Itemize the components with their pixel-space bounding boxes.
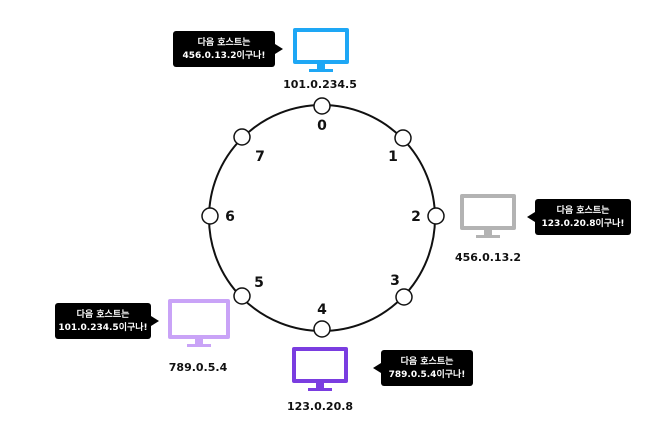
ring-node-label-7: 7 xyxy=(255,149,265,165)
monitor-neck xyxy=(484,230,492,235)
bubble-tail xyxy=(373,363,381,373)
bubble-box xyxy=(55,303,151,339)
monitor-icon xyxy=(168,299,230,347)
monitor-neck xyxy=(195,339,203,344)
monitor-icon xyxy=(293,28,349,72)
host-ip-label: 123.0.20.8 xyxy=(287,400,353,413)
ring-nodes xyxy=(201,97,445,338)
bubble-line-2: 101.0.234.5이구나! xyxy=(58,321,147,333)
host-789-0-5-4: 789.0.5.4 다음 호스트는 101.0.234.5이구나! xyxy=(55,299,230,374)
speech-bubble: 다음 호스트는 123.0.20.8이구나! xyxy=(527,199,631,235)
bubble-box xyxy=(173,31,275,67)
ring-node-label-2: 2 xyxy=(411,209,421,225)
host-ip-label: 789.0.5.4 xyxy=(169,361,228,374)
bubble-line-2: 123.0.20.8이구나! xyxy=(541,217,624,229)
monitor-icon xyxy=(292,347,348,391)
bubble-box xyxy=(381,350,473,386)
bubble-tail xyxy=(151,316,159,326)
bubble-tail xyxy=(527,212,535,222)
monitor-base xyxy=(187,344,211,347)
host-ip-label: 456.0.13.2 xyxy=(455,251,521,264)
ring-node-label-4: 4 xyxy=(317,302,327,318)
ring-node-5 xyxy=(233,287,251,305)
ring-node-labels: 0 1 2 3 4 5 6 7 xyxy=(225,118,421,318)
monitor-screen xyxy=(296,351,344,379)
host-123-0-20-8: 123.0.20.8 다음 호스트는 789.0.5.4이구나! xyxy=(287,347,473,413)
ring-node-4 xyxy=(313,320,331,338)
bubble-line-1: 다음 호스트는 xyxy=(77,308,130,320)
speech-bubble: 다음 호스트는 101.0.234.5이구나! xyxy=(55,303,159,339)
ring-node-6 xyxy=(201,207,219,225)
ring-node-label-1: 1 xyxy=(388,149,398,165)
ring-node-label-3: 3 xyxy=(390,273,400,289)
ring-node-7 xyxy=(233,128,251,146)
monitor-base xyxy=(309,69,333,72)
speech-bubble: 다음 호스트는 789.0.5.4이구나! xyxy=(373,350,473,386)
ring-node-label-6: 6 xyxy=(225,209,235,225)
monitor-screen xyxy=(297,32,345,60)
bubble-box xyxy=(535,199,631,235)
ring-node-label-5: 5 xyxy=(254,275,264,291)
host-456-0-13-2: 456.0.13.2 다음 호스트는 123.0.20.8이구나! xyxy=(455,194,631,264)
ring-node-0 xyxy=(313,97,331,115)
bubble-line-1: 다음 호스트는 xyxy=(198,36,251,48)
monitor-base xyxy=(476,235,500,238)
bubble-line-1: 다음 호스트는 xyxy=(401,355,454,367)
monitor-screen xyxy=(172,303,226,335)
bubble-line-2: 789.0.5.4이구나! xyxy=(389,368,466,380)
bubble-line-1: 다음 호스트는 xyxy=(557,204,610,216)
bubble-tail xyxy=(275,44,283,54)
monitor-icon xyxy=(460,194,516,238)
monitor-screen xyxy=(464,198,512,226)
host-ip-label: 101.0.234.5 xyxy=(283,78,357,91)
bubble-line-2: 456.0.13.2이구나! xyxy=(182,49,265,61)
monitor-neck xyxy=(317,64,325,69)
monitor-neck xyxy=(316,383,324,388)
monitor-base xyxy=(308,388,332,391)
speech-bubble: 다음 호스트는 456.0.13.2이구나! xyxy=(173,31,283,67)
host-101-0-234-5: 101.0.234.5 다음 호스트는 456.0.13.2이구나! xyxy=(173,28,357,91)
ring-node-3 xyxy=(395,288,413,306)
ring-node-label-0: 0 xyxy=(317,118,327,134)
ring-node-2 xyxy=(427,207,445,225)
ring-node-1 xyxy=(394,129,412,147)
